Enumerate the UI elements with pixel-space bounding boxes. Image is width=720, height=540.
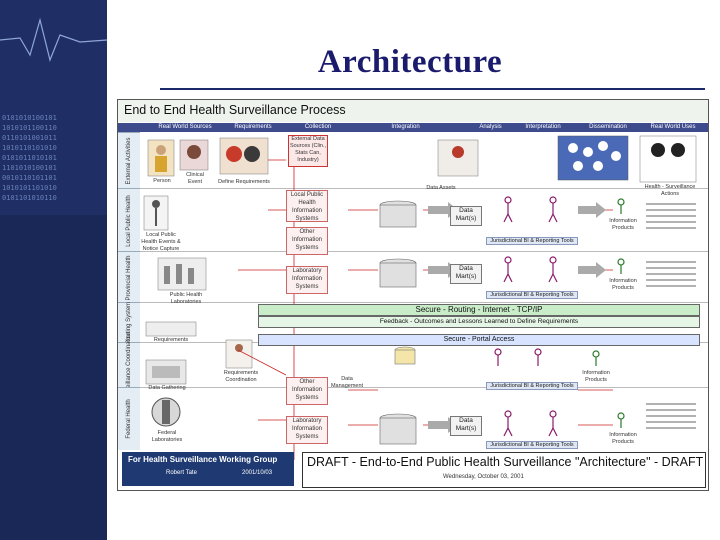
- phase-real-world-uses: Real World Uses: [650, 124, 696, 130]
- report-lines: [646, 203, 696, 429]
- svg-text:1010101100110: 1010101100110: [2, 124, 57, 132]
- label-clinical-event: Clinical Event: [186, 172, 204, 185]
- svg-text:1010101101010: 1010101101010: [2, 184, 57, 192]
- footer-author: Robert Tate: [166, 470, 197, 476]
- label-data-management: Data Management: [330, 376, 364, 389]
- define-requirements-clipart: [219, 137, 269, 175]
- data-mart-provincial: Data Mart(s): [450, 264, 482, 284]
- label-requirements-coordination: Requirements Coordination: [223, 370, 259, 383]
- phase-integration: Integration: [391, 124, 420, 130]
- diagram-title-bar: End to End Health Surveillance Process: [118, 100, 708, 122]
- analysis-clipart: [437, 135, 697, 183]
- lane-federal-health: Federal Health: [118, 387, 140, 450]
- svg-text:0110101001011: 0110101001011: [2, 134, 57, 142]
- draft-title: DRAFT - End-to-End Public Health Surveil…: [307, 455, 704, 469]
- phase-dissemination: Dissemination: [589, 124, 627, 130]
- bi-tools-coordination: Jurisdictional BI & Reporting Tools: [486, 382, 578, 390]
- phase-collection: Collection: [304, 124, 332, 130]
- lane-separator: [140, 302, 708, 303]
- public-lab-clipart: [157, 257, 207, 291]
- working-group-footer: For Health Surveillance Working Group Ro…: [122, 452, 294, 486]
- label-health-actions: Health - Surveillance Actions: [644, 184, 696, 197]
- other-systems-box-1: Other Information Systems: [286, 227, 328, 255]
- label-info-products-local: Information Products: [609, 218, 637, 231]
- sidebar-decoration: 0101010100101 1010101100110 011010100101…: [0, 0, 107, 540]
- other-systems-box-2: Other Information Systems: [286, 377, 328, 405]
- label-data-assets: Data Assets: [426, 185, 456, 191]
- secure-routing-band: Secure - Routing - Internet - TCP/IP: [258, 304, 700, 316]
- label-local-health-events: Local Public Health Events & Notice Capt…: [141, 232, 181, 252]
- label-define-requirements: Define Requirements: [218, 179, 270, 185]
- label-federal-labs: Federal Laboratories: [151, 430, 183, 443]
- draft-banner: DRAFT - End-to-End Public Health Surveil…: [302, 452, 706, 488]
- svg-text:0101011010101: 0101011010101: [2, 154, 57, 162]
- data-mart-federal: Data Mart(s): [450, 416, 482, 436]
- requirements-clipart: [145, 321, 197, 337]
- bi-tools-provincial: Jurisdictional BI & Reporting Tools: [486, 291, 578, 299]
- lane-separator: [140, 188, 708, 189]
- local-phis-box: Local Public Health Information Systems: [286, 190, 328, 222]
- lane-separator: [140, 387, 708, 388]
- slide-title: Architecture: [317, 44, 503, 80]
- phase-bar: [118, 123, 708, 132]
- bi-tools-local: Jurisdictional BI & Reporting Tools: [486, 237, 578, 245]
- title-divider: [160, 88, 705, 90]
- analyst-figures: [494, 196, 558, 437]
- svg-text:1010110101010: 1010110101010: [2, 144, 57, 152]
- data-gathering-clipart: [145, 359, 187, 385]
- svg-text:0101010100101: 0101010100101: [2, 114, 57, 122]
- label-data-gathering: Data Gathering: [148, 385, 186, 391]
- portal-access-band: Secure - Portal Access: [258, 334, 700, 346]
- lane-external-activities: External Activities: [118, 132, 140, 189]
- label-requirements: Requirements: [153, 337, 189, 343]
- label-info-products-coordination: Information Products: [582, 370, 610, 383]
- footer-version: 2001/10/03: [242, 470, 273, 476]
- bi-tools-federal: Jurisdictional BI & Reporting Tools: [486, 441, 578, 449]
- lane-routing-system: Routing System: [118, 302, 140, 344]
- footer-group: For Health Surveillance Working Group: [128, 455, 278, 464]
- svg-text:0010110101101: 0010110101101: [2, 174, 57, 182]
- svg-text:1101010100101: 1101010100101: [2, 164, 57, 172]
- diagram-title: End to End Health Surveillance Process: [124, 103, 346, 117]
- external-data-sources-box: External Data Sources (Clin., Stats Can,…: [288, 135, 328, 167]
- lane-provincial-health: Provincial Health: [118, 251, 140, 303]
- draft-date: Wednesday, October 03, 2001: [443, 474, 524, 480]
- label-info-products-provincial: Information Products: [609, 278, 637, 291]
- database-icons: [379, 200, 417, 445]
- label-public-health-labs: Public Health Laboratories: [169, 292, 203, 305]
- phase-real-world-sources: Real World Sources: [158, 124, 212, 130]
- lane-local-public-health: Local Public Health: [118, 188, 140, 252]
- local-health-clipart: [143, 195, 169, 231]
- info-product-icons: [592, 198, 625, 428]
- label-info-products-federal: Information Products: [609, 432, 637, 445]
- data-mart-local: Data Mart(s): [450, 206, 482, 226]
- label-person: Person: [153, 178, 171, 184]
- lab-systems-box-2: Laboratory Information Systems: [286, 416, 328, 444]
- svg-text:0101101010110: 0101101010110: [2, 194, 57, 202]
- feedback-band: Feedback - Outcomes and Lessons Learned …: [258, 316, 700, 328]
- clinical-event-clipart: [179, 139, 209, 171]
- lab-systems-box-1: Laboratory Information Systems: [286, 266, 328, 294]
- person-clipart: [147, 139, 175, 177]
- requirements-coordination-clipart: [225, 339, 253, 369]
- diagram-graphics: [143, 135, 697, 460]
- phase-requirements: Requirements: [234, 124, 272, 130]
- lane-surveillance-coordination: Surveillance Coordination: [118, 331, 140, 400]
- phase-analysis: Analysis: [479, 124, 502, 130]
- federal-lab-clipart: [151, 397, 181, 427]
- phase-interpretation: Interpretation: [525, 124, 561, 130]
- lane-separator: [140, 251, 708, 252]
- architecture-diagram: End to End Health Surveillance Process R…: [117, 99, 709, 491]
